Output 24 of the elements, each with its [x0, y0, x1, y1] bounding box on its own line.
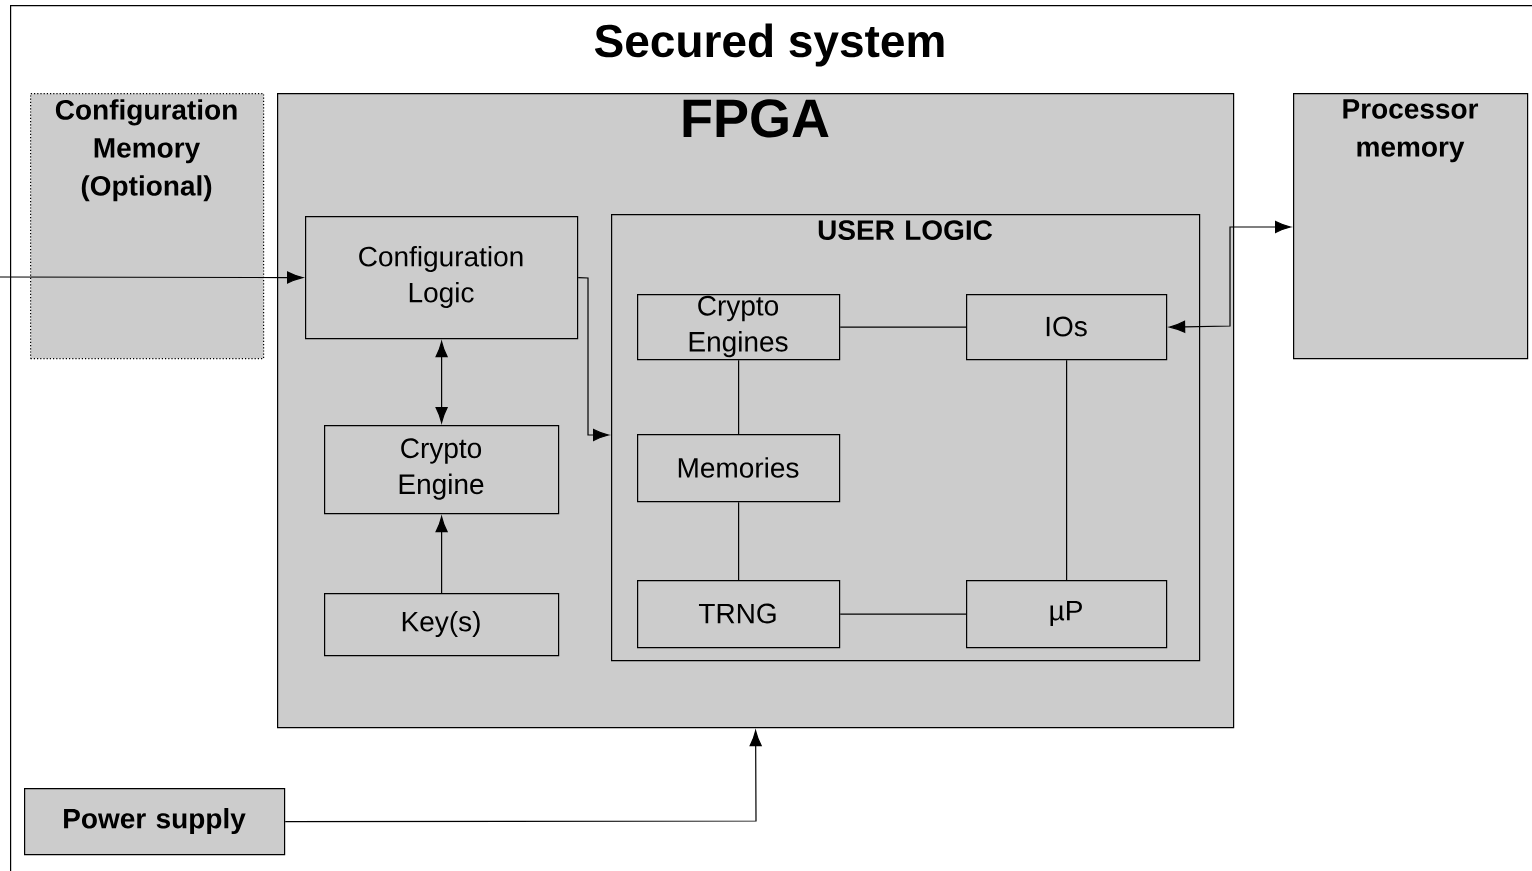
connector-line [1066, 359, 1068, 581]
logic-block: Crypto Engines [637, 294, 841, 361]
logic-block: µP [966, 580, 1168, 649]
connector-line [738, 501, 740, 581]
logic-block: IOs [966, 294, 1168, 361]
connector-line [839, 326, 967, 328]
arrow [1169, 220, 1292, 333]
frame [10, 5, 1532, 871]
logic-block: Memories [637, 434, 841, 503]
connector-line [839, 613, 967, 615]
logic-block: Configuration Logic [305, 216, 579, 340]
power-supply-box: Power supply [24, 788, 286, 856]
arrow [577, 277, 610, 442]
logic-block: TRNG [637, 580, 841, 649]
memory-box: Processor memory [1293, 93, 1529, 360]
arrow [435, 516, 448, 594]
memory-box: Configuration Memory (Optional) [30, 93, 265, 360]
connector-line [738, 359, 740, 435]
arrow [0, 271, 304, 284]
logic-block: Crypto Engine [324, 425, 560, 515]
arrow [435, 341, 448, 424]
key-block: Key(s) [324, 593, 560, 657]
title: Secured system [594, 23, 944, 67]
arrow [284, 730, 762, 823]
